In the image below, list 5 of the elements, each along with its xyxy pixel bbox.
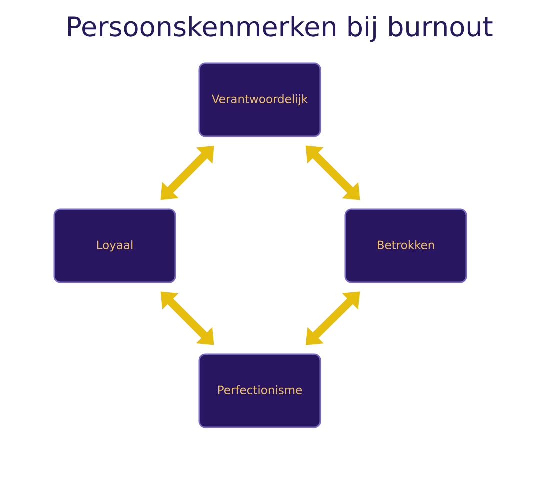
process-box: Verantwoordelijk xyxy=(198,62,322,138)
process-box: Betrokken xyxy=(344,208,468,284)
process-box: Perfectionisme xyxy=(198,354,322,428)
process-box: Loyaal xyxy=(54,208,176,284)
title: Persoonskenmerken bij burnout xyxy=(68,16,493,42)
